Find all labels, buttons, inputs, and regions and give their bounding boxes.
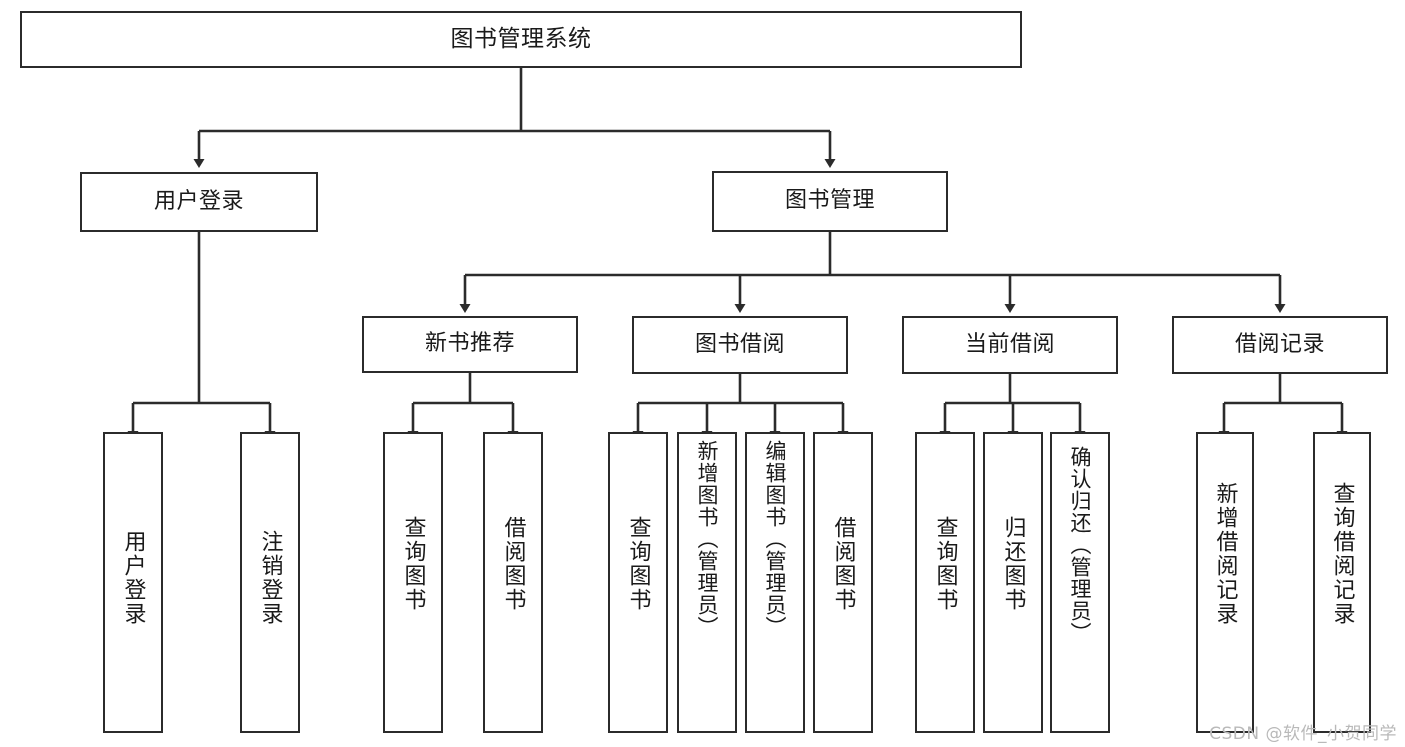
node-user-login[interactable]: 用户登录 <box>80 172 318 232</box>
leaf-query-book-1-label: 查询图书 <box>400 516 426 612</box>
node-book-borrow[interactable]: 图书借阅 <box>632 316 848 374</box>
node-borrow-record-label: 借阅记录 <box>1234 331 1325 357</box>
leaf-borrow-book-2[interactable]: 借阅图书 <box>813 432 873 733</box>
node-new-book-recommend-label: 新书推荐 <box>424 331 515 357</box>
leaf-add-record[interactable]: 新增借阅记录 <box>1196 432 1254 733</box>
leaf-edit-book-label: 编辑图书（管理员） <box>763 440 788 638</box>
leaf-query-book-3-label: 查询图书 <box>932 516 958 612</box>
leaf-user-login-label: 用户登录 <box>120 530 146 626</box>
leaf-user-login[interactable]: 用户登录 <box>103 432 163 733</box>
leaf-query-record[interactable]: 查询借阅记录 <box>1313 432 1371 733</box>
node-book-manage-label: 图书管理 <box>784 188 875 214</box>
leaf-edit-book[interactable]: 编辑图书（管理员） <box>745 432 805 733</box>
leaf-query-book-2[interactable]: 查询图书 <box>608 432 668 733</box>
leaf-confirm-return[interactable]: 确认归还（管理员） <box>1050 432 1110 733</box>
leaf-confirm-return-label: 确认归还（管理员） <box>1068 446 1093 644</box>
node-root[interactable]: 图书管理系统 <box>20 11 1022 68</box>
leaf-logout-login[interactable]: 注销登录 <box>240 432 300 733</box>
leaf-logout-login-label: 注销登录 <box>257 530 283 626</box>
leaf-query-record-label: 查询借阅记录 <box>1329 482 1355 626</box>
leaf-add-book-label: 新增图书（管理员） <box>695 440 720 638</box>
node-book-borrow-label: 图书借阅 <box>694 331 785 357</box>
csdn-watermark: CSDN @软件_小贺同学 <box>1209 724 1397 744</box>
leaf-return-book[interactable]: 归还图书 <box>983 432 1043 733</box>
node-new-book-recommend[interactable]: 新书推荐 <box>362 316 578 373</box>
leaf-borrow-book-2-label: 借阅图书 <box>830 516 856 612</box>
node-book-manage[interactable]: 图书管理 <box>712 171 948 232</box>
leaf-add-book[interactable]: 新增图书（管理员） <box>677 432 737 733</box>
node-user-login-label: 用户登录 <box>153 188 244 214</box>
leaf-borrow-book-1[interactable]: 借阅图书 <box>483 432 543 733</box>
leaf-add-record-label: 新增借阅记录 <box>1212 482 1238 626</box>
leaf-borrow-book-1-label: 借阅图书 <box>500 516 526 612</box>
node-current-borrow[interactable]: 当前借阅 <box>902 316 1118 374</box>
leaf-query-book-3[interactable]: 查询图书 <box>915 432 975 733</box>
leaf-query-book-2-label: 查询图书 <box>625 516 651 612</box>
leaf-query-book-1[interactable]: 查询图书 <box>383 432 443 733</box>
leaf-return-book-label: 归还图书 <box>1000 516 1026 612</box>
node-current-borrow-label: 当前借阅 <box>964 331 1055 357</box>
node-borrow-record[interactable]: 借阅记录 <box>1172 316 1388 374</box>
node-root-label: 图书管理系统 <box>450 25 592 52</box>
